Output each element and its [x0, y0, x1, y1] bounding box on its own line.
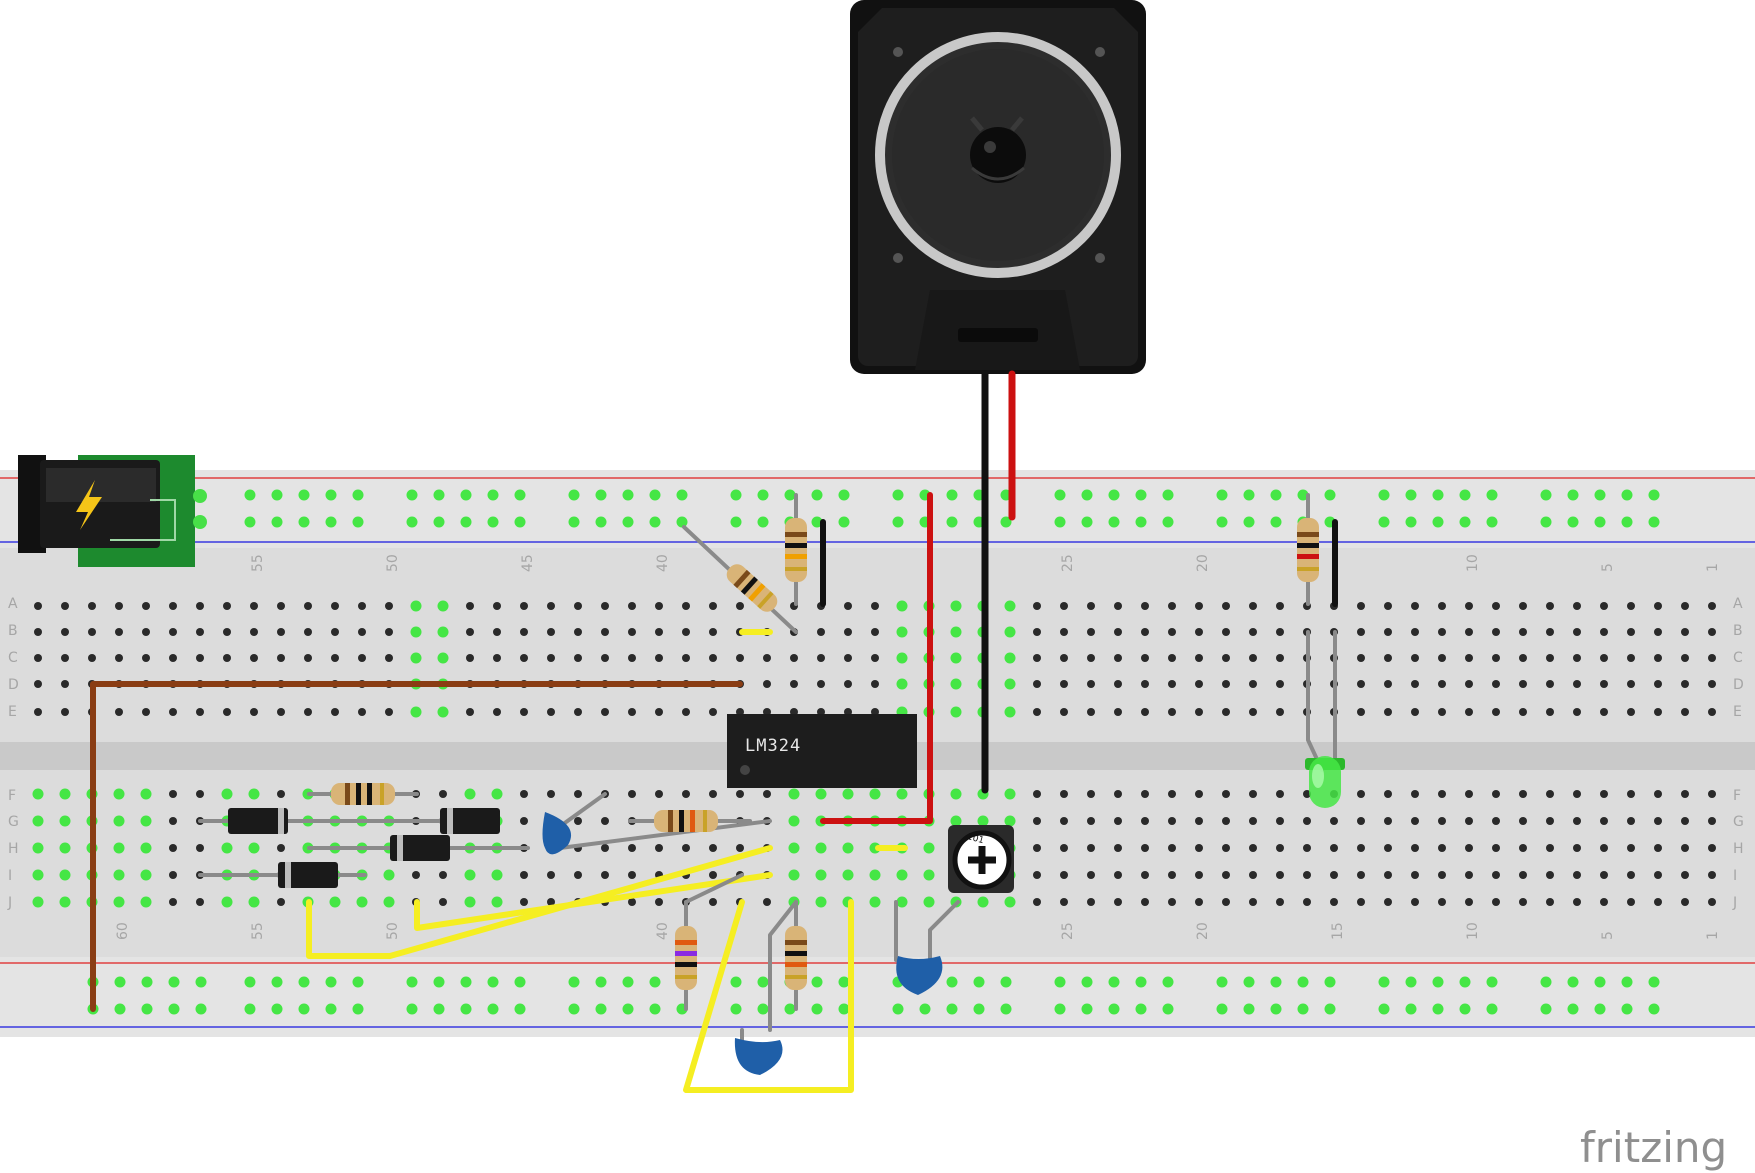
svg-text:J: J [7, 895, 12, 911]
resistor-middle [654, 810, 718, 832]
svg-text:20: 20 [1195, 554, 1211, 572]
diode-3 [390, 835, 450, 861]
resistors [331, 518, 1319, 990]
svg-text:10: 10 [1465, 554, 1481, 572]
breadboard: AB CD E FG HI J AB CD E FG HI J 55 50 45… [0, 470, 1755, 1037]
svg-text:D: D [8, 677, 19, 693]
capacitor-1 [542, 812, 572, 855]
svg-text:I: I [1733, 868, 1737, 884]
wires [90, 370, 1338, 1093]
capacitor-3 [896, 956, 943, 995]
svg-text:55: 55 [250, 922, 266, 940]
svg-text:G: G [8, 814, 19, 830]
potentiometer-label: 101 [966, 832, 985, 846]
svg-text:15: 15 [1330, 922, 1346, 940]
svg-text:H: H [1733, 841, 1744, 857]
lightning-bolt-icon [76, 480, 102, 530]
svg-text:40: 40 [655, 554, 671, 572]
resistor-top-diagonal [726, 564, 778, 612]
svg-text:5: 5 [1600, 563, 1616, 572]
svg-text:B: B [8, 623, 18, 639]
dc-power-jack [18, 455, 207, 567]
capacitors [542, 812, 943, 1075]
svg-text:G: G [1733, 814, 1744, 830]
svg-text:1: 1 [1705, 563, 1721, 572]
yellow-wire-2 [414, 872, 773, 931]
svg-text:D: D [1733, 677, 1744, 693]
svg-text:C: C [8, 650, 18, 666]
svg-text:H: H [8, 841, 19, 857]
svg-text:A: A [1733, 596, 1743, 612]
svg-text:fritzing: fritzing [1580, 1123, 1727, 1172]
resistor-led [1297, 518, 1319, 582]
resistor-top-vertical [785, 518, 807, 582]
lm324-ic: LM324 [727, 714, 917, 788]
svg-text:I: I [8, 868, 12, 884]
svg-text:E: E [1733, 704, 1742, 720]
speaker [850, 0, 1146, 374]
breadboard-holes [32, 489, 1716, 1015]
svg-text:E: E [8, 704, 17, 720]
svg-text:60: 60 [115, 922, 131, 940]
speaker-icon [970, 116, 1026, 183]
svg-text:C: C [1733, 650, 1743, 666]
svg-text:45: 45 [520, 554, 536, 572]
ic-label: LM324 [745, 736, 801, 756]
svg-text:1: 1 [1705, 931, 1721, 940]
svg-text:20: 20 [1195, 922, 1211, 940]
svg-text:F: F [8, 788, 16, 804]
svg-text:5: 5 [1600, 931, 1616, 940]
svg-text:B: B [1733, 623, 1743, 639]
diodes [228, 808, 500, 888]
resistor-bottom-b [785, 926, 807, 990]
diode-2 [440, 808, 500, 834]
svg-text:J: J [1732, 895, 1737, 911]
svg-text:50: 50 [385, 922, 401, 940]
svg-text:40: 40 [655, 922, 671, 940]
resistor-bottom-a [675, 926, 697, 990]
svg-text:25: 25 [1060, 922, 1076, 940]
svg-text:55: 55 [250, 554, 266, 572]
capacitor-2 [734, 1038, 783, 1075]
green-led [1305, 756, 1345, 808]
trim-potentiometer: 101 [948, 825, 1014, 893]
diode-4 [278, 862, 338, 888]
svg-text:A: A [8, 596, 18, 612]
svg-text:50: 50 [385, 554, 401, 572]
breadboard-labels: AB CD E FG HI J AB CD E FG HI J 55 50 45… [7, 554, 1744, 940]
resistor-bottom-left [331, 783, 395, 805]
svg-text:25: 25 [1060, 554, 1076, 572]
ground-wire-brown [90, 681, 743, 1012]
yellow-wire-3 [683, 899, 854, 1093]
svg-text:10: 10 [1465, 922, 1481, 940]
svg-text:F: F [1733, 788, 1741, 804]
red-wire-feedback [820, 492, 933, 824]
diode-1 [228, 808, 288, 834]
fritzing-logo: fritzing [1580, 1123, 1727, 1172]
